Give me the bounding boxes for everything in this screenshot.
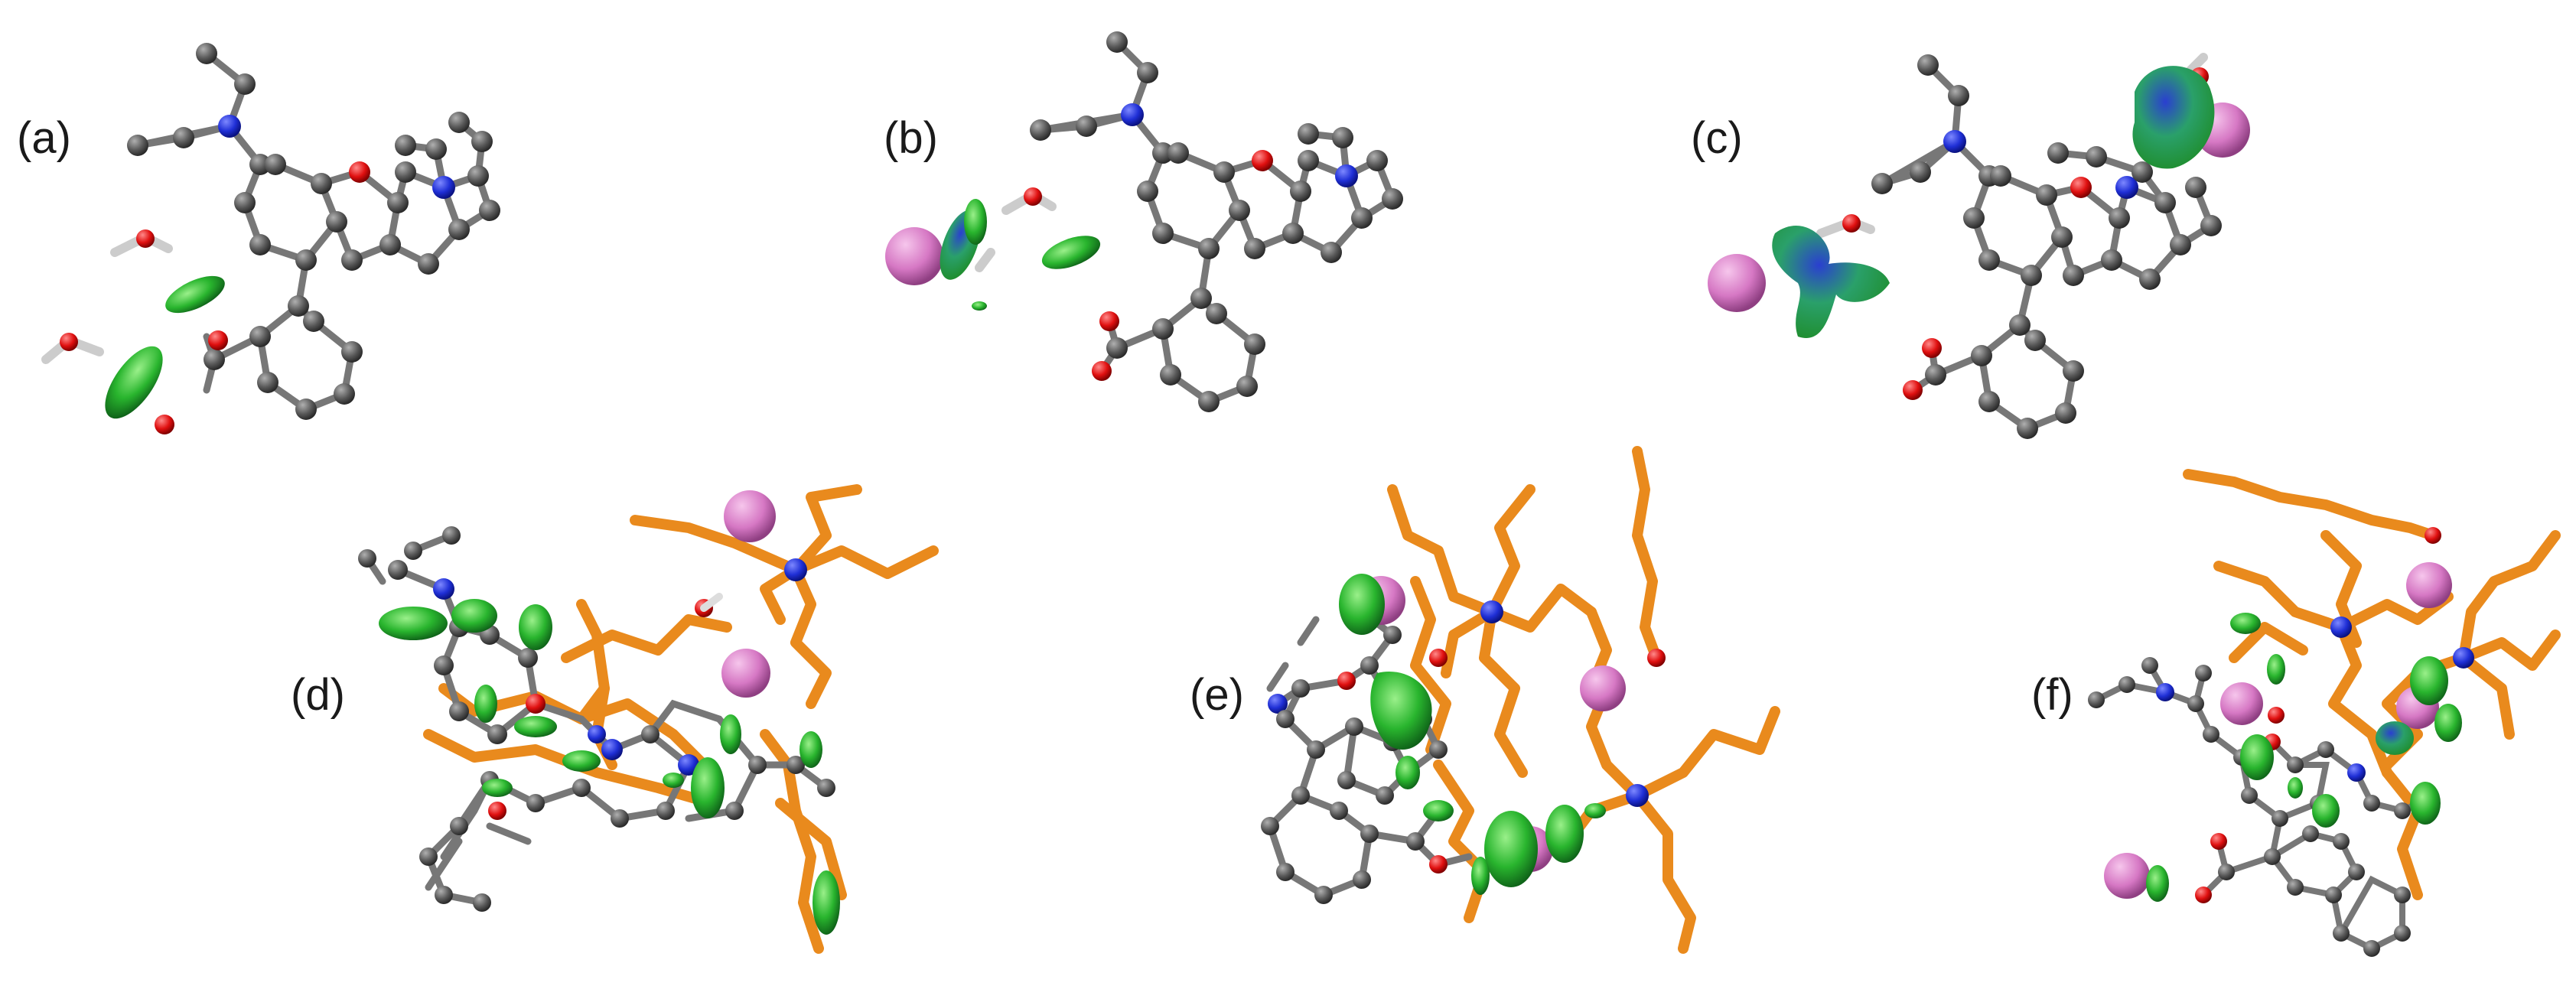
panel-label-e: (e) <box>1190 670 1244 720</box>
water-molecules-a <box>41 229 173 364</box>
alkyl-chains-d <box>423 484 939 954</box>
panel-label-d: (d) <box>291 670 345 720</box>
atoms-f <box>2088 527 2474 957</box>
nci-isosurfaces-c <box>1772 66 2215 338</box>
water-and-ion-b <box>885 187 1057 285</box>
panel-label-f: (f) <box>2031 670 2073 720</box>
nci-isosurfaces-b <box>940 199 1101 311</box>
ion-f-1 <box>2406 562 2452 608</box>
ion-b <box>885 227 943 285</box>
panel-f: (f) <box>2031 469 2561 957</box>
ion-f-2 <box>2220 682 2263 725</box>
ion-f-4 <box>2104 853 2150 899</box>
panel-label-c: (c) <box>1691 113 1743 163</box>
nci-isosurfaces-a <box>105 275 225 419</box>
panel-a: (a) <box>17 43 500 434</box>
molecule-skeleton-b <box>1040 38 1397 406</box>
panel-e: (e) <box>1190 446 1780 954</box>
ion-e-2 <box>1580 665 1626 711</box>
ion-d-1 <box>724 490 776 542</box>
nci-isosurfaces-f <box>2146 613 2462 902</box>
atoms-b <box>1030 31 1403 412</box>
molecule-skeleton-f <box>2093 662 2436 952</box>
ion-d-2 <box>721 649 770 698</box>
atoms-a <box>127 43 500 434</box>
atoms-d <box>358 490 835 912</box>
ion-c-1 <box>1708 254 1766 312</box>
panel-label-b: (b) <box>884 113 938 163</box>
panel-d: (d) <box>291 484 939 954</box>
panel-b: (b) <box>884 31 1403 412</box>
atoms-c <box>1871 54 2222 439</box>
panel-label-a: (a) <box>17 113 71 163</box>
molecule-skeleton-a <box>137 50 494 414</box>
nci-isosurfaces-e <box>1339 574 1606 895</box>
nci-isosurfaces-d <box>379 599 840 935</box>
panel-c: (c) <box>1691 53 2250 439</box>
